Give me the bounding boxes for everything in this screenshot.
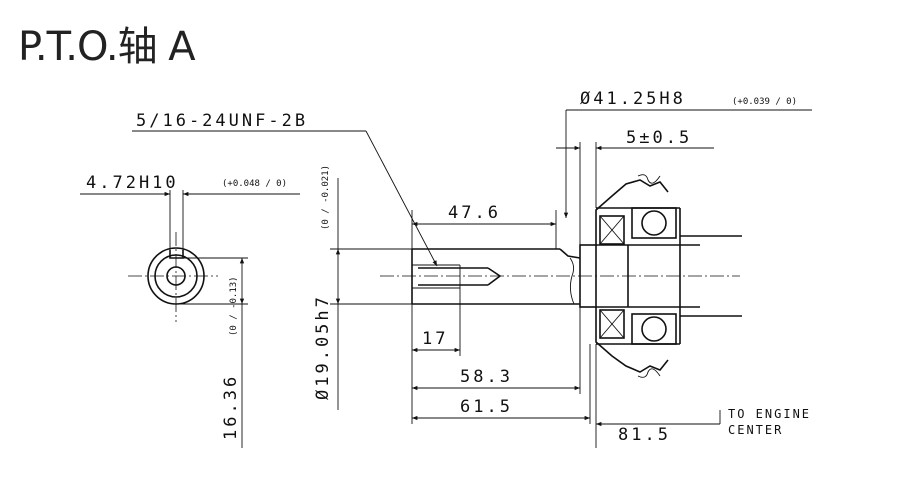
offset-label: 5±0.5 — [626, 128, 692, 148]
keyway-width-label: 4.72H10 — [86, 173, 179, 193]
keyway-tolerance-label: (+0.048 / 0) — [222, 179, 287, 189]
shaft-diameter-label: Ø19.05h7 — [313, 294, 333, 400]
shaft-diameter-tolerance-label: (0 / -0.021) — [321, 165, 331, 230]
length-58-3-label: 58.3 — [460, 367, 513, 387]
thread-spec-label: 5/16-24UNF-2B — [136, 111, 308, 131]
engine-center-note-line1: TO ENGINE — [728, 407, 811, 421]
dimension-lines — [132, 109, 812, 448]
shaft-end-view — [80, 190, 300, 448]
shaft-side-view — [380, 174, 742, 378]
bore-diameter-label: Ø41.25H8 — [580, 89, 686, 109]
length-81-5-label: 81.5 — [618, 425, 671, 445]
page-title: P.T.O.轴 A — [18, 24, 196, 70]
engine-center-note-line2: CENTER — [728, 423, 783, 437]
key-height-label: 16.36 — [221, 374, 241, 440]
length-17-label: 17 — [422, 329, 448, 349]
bore-tolerance-label: (+0.039 / 0) — [732, 97, 797, 107]
key-height-tolerance-label: (0 / -0.13) — [229, 276, 239, 336]
length-61-5-label: 61.5 — [460, 397, 513, 417]
length-47-6-label: 47.6 — [448, 203, 501, 223]
